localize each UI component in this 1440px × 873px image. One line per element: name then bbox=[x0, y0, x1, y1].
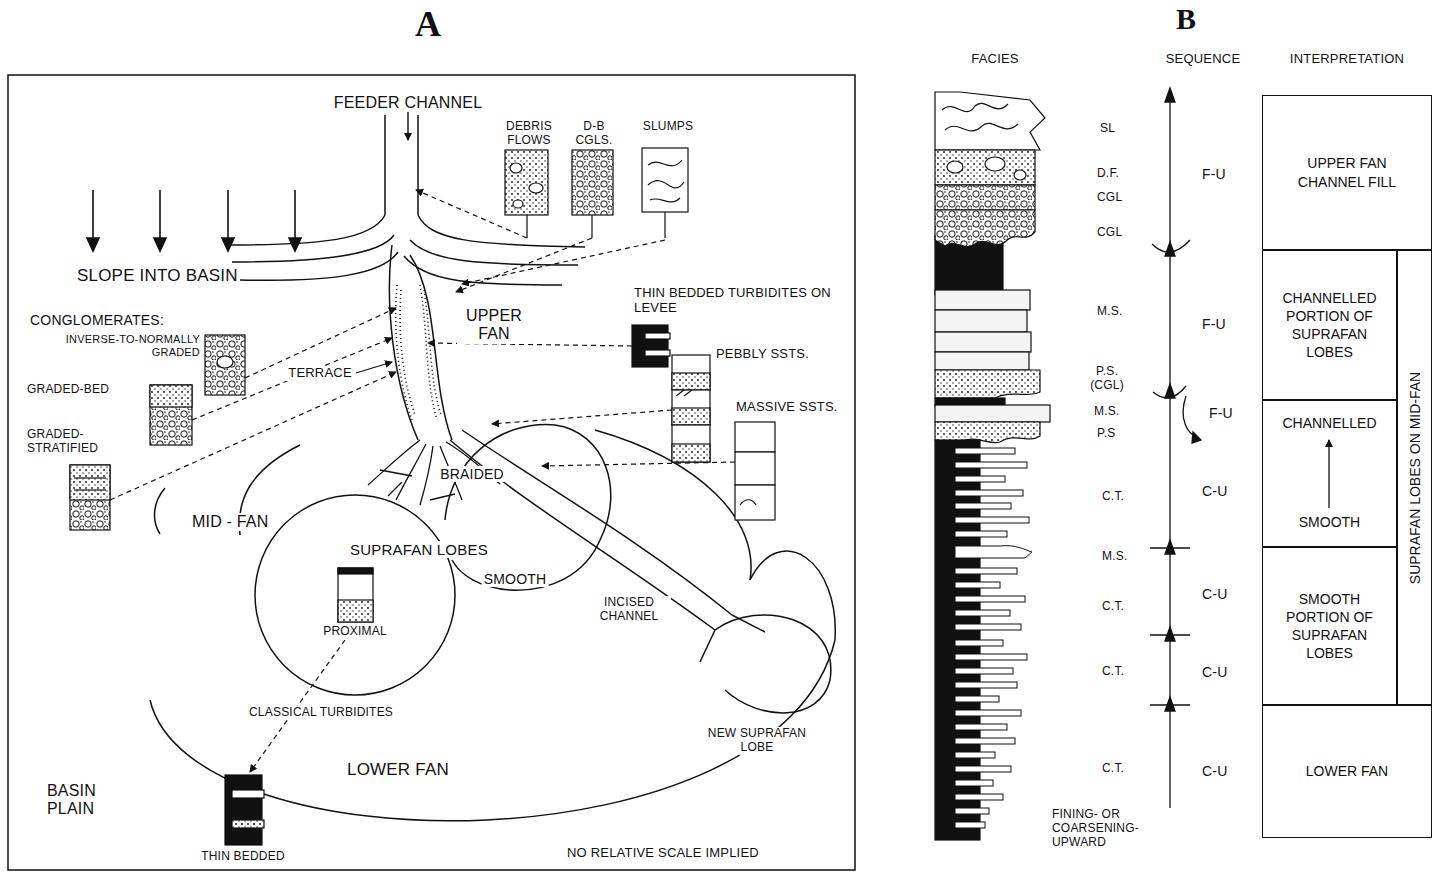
text-label: M.S. bbox=[1100, 550, 1129, 564]
interpretation-box: SMOOTH PORTION OF SUPRAFAN LOBES bbox=[1262, 547, 1397, 705]
text-label: F-U bbox=[1207, 405, 1235, 421]
text-label: SUPRAFAN LOBES bbox=[348, 541, 490, 558]
text-label: C.T. bbox=[1100, 665, 1126, 679]
text-label: A bbox=[413, 4, 443, 45]
text-label: M.S. bbox=[1092, 405, 1121, 419]
text-label: TERRACE bbox=[286, 366, 354, 381]
text-label: C-U bbox=[1200, 483, 1229, 499]
text-label: INVERSE-TO-NORMALLY GRADED bbox=[48, 333, 202, 358]
text-label: P.S. (CGL) bbox=[1083, 365, 1131, 393]
text-label: SEQUENCE bbox=[1164, 52, 1243, 67]
text-label: CONGLOMERATES: bbox=[28, 312, 166, 328]
text-label: THIN BEDDED TURBIDITES ON LEVEE bbox=[632, 286, 836, 316]
text-label: M.S. bbox=[1095, 305, 1124, 319]
text-label: FINING- OR COARSENING- UPWARD bbox=[1050, 808, 1174, 849]
box-text: SMOOTH PORTION OF SUPRAFAN LOBES bbox=[1277, 590, 1382, 663]
text-label: C-U bbox=[1200, 664, 1229, 680]
text-label: NO RELATIVE SCALE IMPLIED bbox=[565, 846, 761, 861]
text-label: BASIN PLAIN bbox=[45, 782, 119, 819]
text-label: CGL bbox=[1095, 226, 1124, 240]
interpretation-box: SUPRAFAN LOBES ON MID-FAN bbox=[1397, 250, 1432, 705]
text-label: GRADED-BED bbox=[25, 383, 111, 397]
text-label: PROXIMAL bbox=[321, 625, 389, 639]
text-label: D-B CGLS. bbox=[570, 120, 618, 148]
text-label: UPPER FAN bbox=[457, 307, 531, 344]
box-text: SUPRAFAN LOBES ON MID-FAN bbox=[1405, 371, 1423, 583]
box-text: CHANNELLED bbox=[1282, 414, 1376, 432]
text-label: D.F. bbox=[1095, 167, 1121, 181]
box-text: CHANNELLED PORTION OF SUPRAFAN LOBES bbox=[1277, 289, 1382, 362]
text-label: C.T. bbox=[1100, 762, 1126, 776]
text-label: CLASSICAL TURBIDITES bbox=[247, 706, 395, 720]
text-label: BRAIDED bbox=[438, 466, 506, 482]
text-label: SMOOTH bbox=[482, 571, 549, 587]
interpretation-box: CHANNELLED PORTION OF SUPRAFAN LOBES bbox=[1262, 250, 1397, 400]
text-label: INTERPRETATION bbox=[1288, 52, 1406, 67]
box-text: UPPER FAN CHANNEL FILL bbox=[1277, 154, 1417, 190]
text-label: NEW SUPRAFAN LOBE bbox=[690, 727, 824, 755]
text-label: SLOPE INTO BASIN bbox=[75, 266, 240, 286]
text-label: C-U bbox=[1200, 586, 1229, 602]
text-label: THIN BEDDED bbox=[199, 850, 287, 864]
text-label: SL bbox=[1098, 122, 1117, 136]
text-label: FACIES bbox=[969, 52, 1020, 67]
text-label: C.T. bbox=[1100, 600, 1126, 614]
interpretation-box: UPPER FAN CHANNEL FILL bbox=[1262, 95, 1432, 250]
text-label: C-U bbox=[1200, 763, 1229, 779]
interpretation-box: CHANNELLED SMOOTH bbox=[1262, 400, 1397, 547]
text-label: F-U bbox=[1200, 166, 1228, 182]
text-label: LOWER FAN bbox=[345, 760, 451, 780]
text-label: MASSIVE SSTS. bbox=[734, 400, 840, 415]
box-text: LOWER FAN bbox=[1306, 762, 1388, 780]
text-label: FEEDER CHANNEL bbox=[332, 94, 485, 112]
text-label: DEBRIS FLOWS bbox=[499, 120, 559, 148]
interpretation-box: LOWER FAN bbox=[1262, 705, 1432, 838]
text-label: P.S bbox=[1095, 427, 1117, 441]
text-label: B bbox=[1174, 2, 1198, 37]
text-label: INCISED CHANNEL bbox=[587, 596, 671, 624]
text-label: SLUMPS bbox=[641, 120, 696, 134]
text-label: MID - FAN bbox=[190, 513, 270, 531]
box-text: SMOOTH bbox=[1299, 513, 1360, 531]
text-label: PEBBLY SSTS. bbox=[714, 347, 811, 362]
text-label: C.T. bbox=[1100, 490, 1126, 504]
text-label: F-U bbox=[1200, 316, 1228, 332]
text-label: GRADED-STRATIFIED bbox=[25, 428, 109, 456]
text-label: CGL bbox=[1095, 191, 1124, 205]
